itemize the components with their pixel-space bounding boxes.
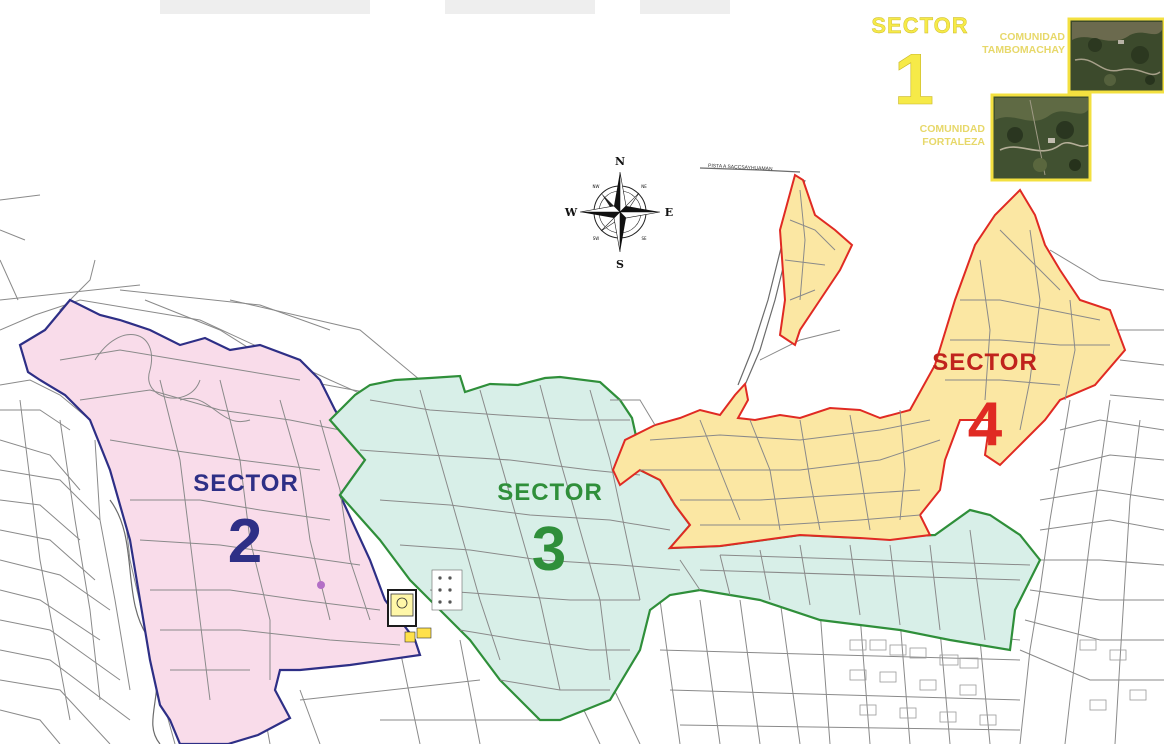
market-block bbox=[431, 569, 463, 611]
svg-text:N: N bbox=[615, 155, 625, 168]
plaza-marker bbox=[387, 589, 432, 643]
watermark bbox=[160, 0, 730, 14]
svg-text:SECTOR: SECTOR bbox=[932, 349, 1038, 376]
community-tambomachay: COMUNIDAD TAMBOMACHAY bbox=[982, 17, 1164, 94]
road-label: PISTA A SACCSAYHUAMAN bbox=[708, 163, 773, 172]
sector-4-label: SECTOR 4 bbox=[932, 349, 1038, 459]
fortaleza-aerial-photo bbox=[990, 93, 1092, 182]
svg-text:COMUNIDAD: COMUNIDAD bbox=[1000, 31, 1066, 43]
svg-text:W: W bbox=[564, 206, 578, 219]
compass-rose: N S E W NW NE SW SE bbox=[564, 155, 673, 271]
svg-text:3: 3 bbox=[532, 515, 566, 584]
svg-text:SE: SE bbox=[641, 236, 647, 241]
sector-4-area[interactable]: SECTOR 4 bbox=[610, 173, 1127, 550]
svg-text:SECTOR: SECTOR bbox=[193, 470, 299, 497]
sector-2-label: SECTOR 2 bbox=[193, 470, 299, 576]
svg-text:SECTOR: SECTOR bbox=[871, 13, 968, 38]
svg-text:FORTALEZA: FORTALEZA bbox=[922, 136, 985, 148]
sector-1-label: SECTOR 1 bbox=[871, 13, 968, 121]
community-fortaleza: COMUNIDAD FORTALEZA bbox=[920, 93, 1092, 182]
tambomachay-aerial-photo bbox=[1067, 17, 1164, 94]
svg-text:E: E bbox=[665, 206, 673, 219]
sector-2-area[interactable]: SECTOR 2 bbox=[18, 298, 422, 744]
svg-text:2: 2 bbox=[228, 507, 262, 576]
svg-text:NE: NE bbox=[641, 184, 647, 189]
svg-text:S: S bbox=[616, 258, 624, 271]
svg-text:1: 1 bbox=[894, 40, 934, 120]
svg-text:COMUNIDAD: COMUNIDAD bbox=[920, 123, 986, 135]
svg-text:SECTOR: SECTOR bbox=[497, 479, 603, 506]
svg-text:4: 4 bbox=[968, 390, 1003, 459]
sector-3-label: SECTOR 3 bbox=[497, 479, 603, 584]
svg-text:TAMBOMACHAY: TAMBOMACHAY bbox=[982, 44, 1065, 56]
svg-text:NW: NW bbox=[593, 184, 600, 189]
svg-text:SW: SW bbox=[593, 236, 600, 241]
